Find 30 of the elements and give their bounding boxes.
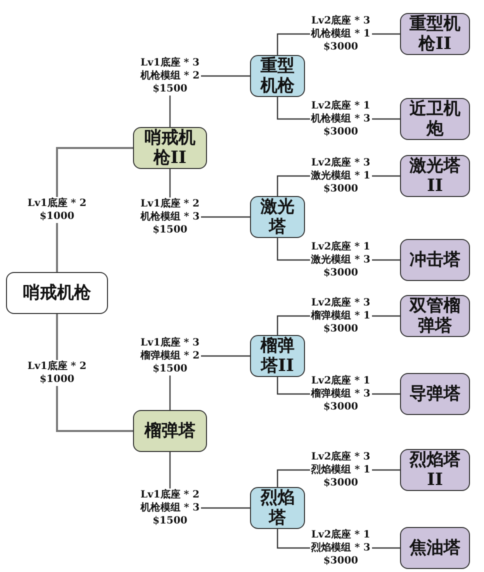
edge-label: Lv1底座 * 2 机枪模组 * 3 $1500 (139, 198, 201, 236)
final-upgrade-box: 重型机枪II (400, 13, 470, 55)
edge-label: Lv1底座 * 2 $1000 (26, 360, 88, 386)
final-upgrade-box: 烈焰塔II (400, 449, 470, 491)
root-box: 哨戒机枪 (6, 272, 108, 314)
edge-label: Lv1底座 * 2 机枪模组 * 3 $1500 (139, 488, 201, 528)
final-upgrade-box: 焦油塔 (400, 527, 470, 569)
edge-label: Lv2底座 * 1 机枪模组 * 3 $3000 (310, 100, 372, 138)
upgrade-box: 重型机枪 (250, 55, 305, 97)
final-upgrade-box: 双管榴弹塔 (400, 295, 470, 337)
edge-label: Lv2底座 * 3 机枪模组 * 1 $3000 (310, 14, 372, 54)
edge-label: Lv2底座 * 1 烈焰模组 * 3 $3000 (310, 528, 372, 568)
upgrade-box: 烈焰塔 (250, 487, 305, 529)
edge-label: Lv2底座 * 3 烈焰模组 * 1 $3000 (310, 450, 372, 490)
connector-line (56, 147, 133, 272)
final-upgrade-box: 激光塔II (400, 155, 470, 197)
final-upgrade-box: 近卫机炮 (400, 98, 470, 140)
edge-label: Lv1底座 * 2 $1000 (26, 197, 88, 223)
edge-label: Lv1底座 * 3 机枪模组 * 2 $1500 (139, 56, 201, 96)
final-upgrade-box: 导弹塔 (400, 373, 470, 415)
edge-label: Lv1底座 * 3 榴弹模组 * 2 $1500 (139, 336, 201, 376)
final-upgrade-box: 冲击塔 (400, 239, 470, 281)
edge-label: Lv2底座 * 1 榴弹模组 * 3 $3000 (310, 374, 372, 414)
upgrade-box: 榴弹塔II (250, 335, 305, 377)
upgrade-box: 榴弹塔 (133, 410, 207, 452)
edge-label: Lv2底座 * 1 激光模组 * 3 $3000 (310, 240, 372, 280)
edge-label: Lv2底座 * 3 榴弹模组 * 1 $3000 (310, 296, 372, 336)
upgrade-box: 激光塔 (250, 196, 305, 238)
edge-label: Lv2底座 * 3 激光模组 * 1 $3000 (310, 156, 372, 196)
upgrade-box: 哨戒机枪II (133, 127, 207, 169)
